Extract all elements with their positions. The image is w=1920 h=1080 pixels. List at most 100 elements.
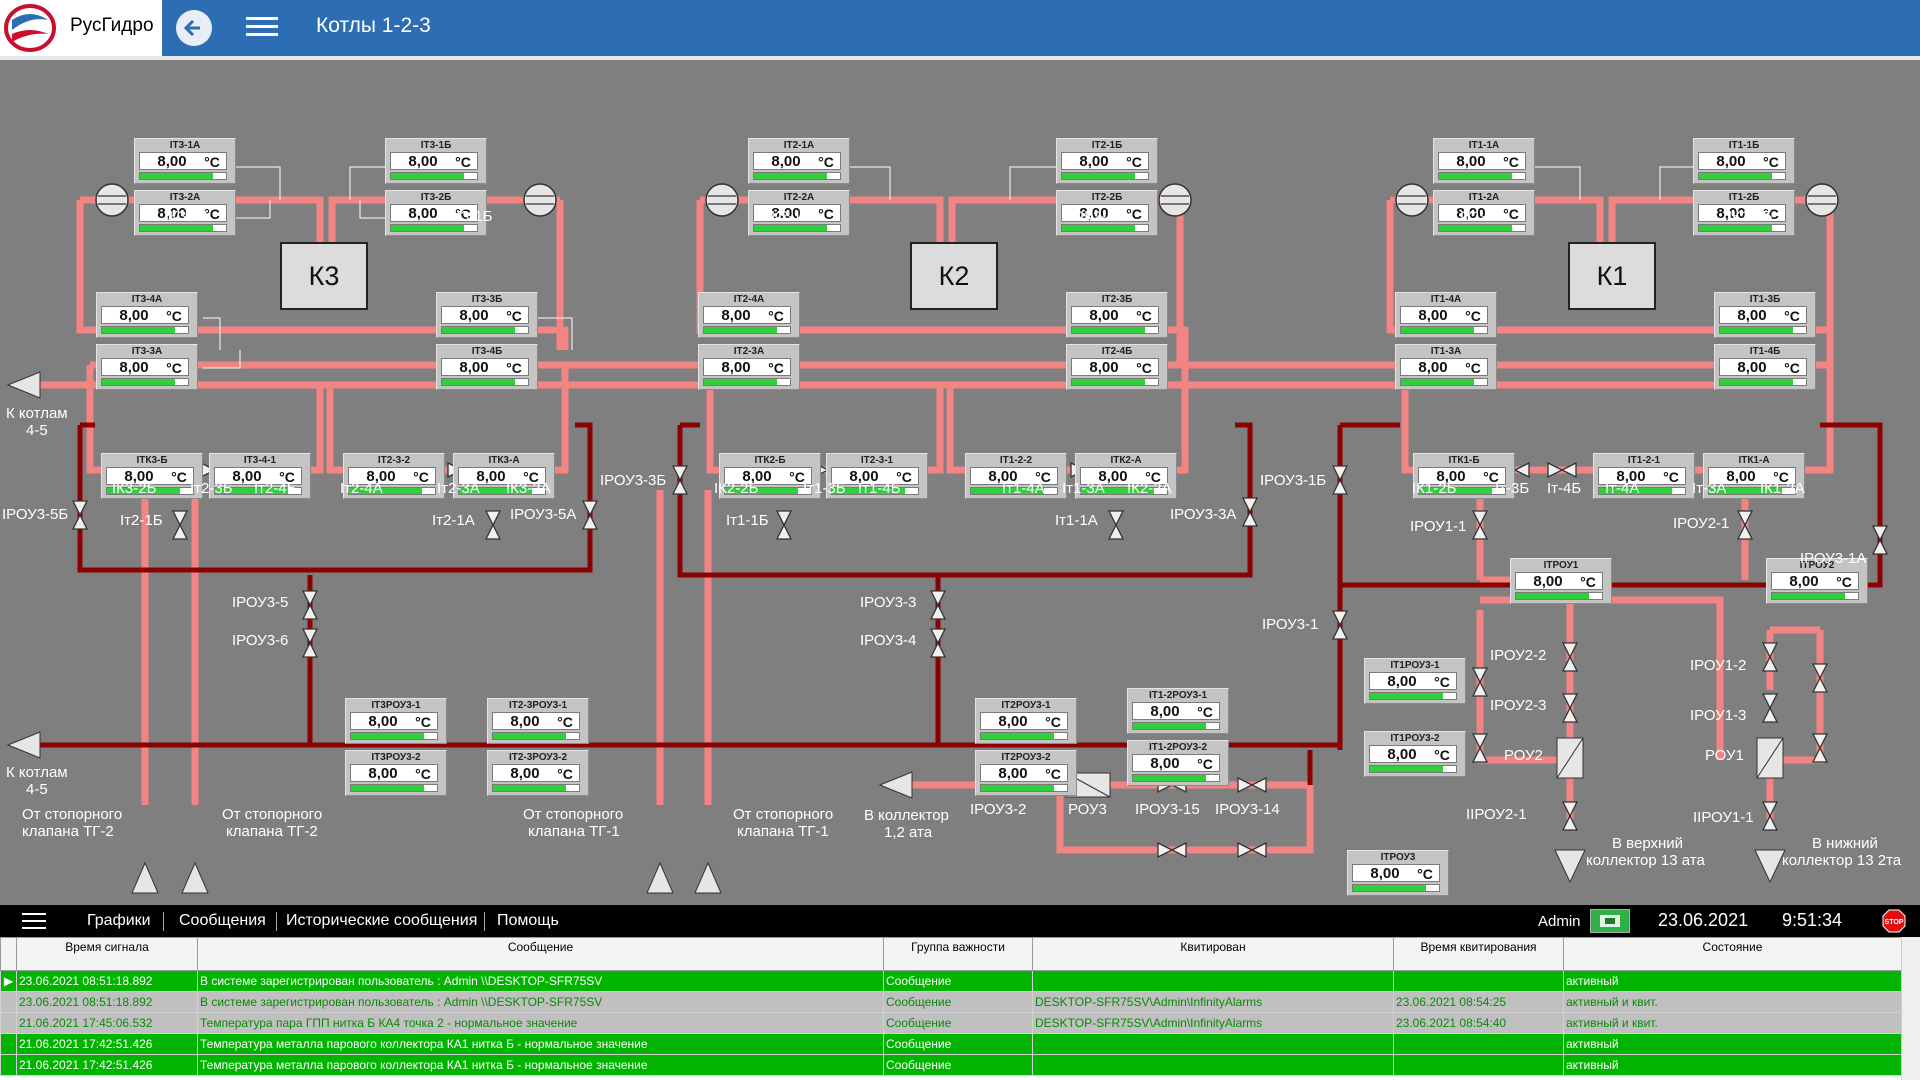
gauge-unit: °C xyxy=(1197,704,1213,720)
equipment-label: IК1-2А xyxy=(1760,480,1805,497)
gauge-value-box: 8,00°C xyxy=(441,358,529,376)
main-menu-button[interactable] xyxy=(246,14,278,42)
gauge-tag: IТ1-4Б xyxy=(1749,346,1781,357)
alarm-table-scrollbar[interactable] xyxy=(1901,937,1920,1080)
col-signal-time[interactable]: Время сигнала xyxy=(16,937,198,971)
equipment-label: 4-5 xyxy=(26,422,48,439)
row-selector[interactable] xyxy=(0,1033,17,1055)
stop-icon[interactable]: STOP xyxy=(1882,909,1906,933)
gauge-unit: °C xyxy=(1126,154,1142,170)
equipment-label: РОУ2 xyxy=(1504,747,1543,764)
gauge-unit: °C xyxy=(1145,469,1161,485)
gauge-value: 8,00 xyxy=(1436,468,1466,485)
col-state[interactable]: Состояние xyxy=(1563,937,1902,971)
menu-item-history[interactable]: Исторические сообщения xyxy=(286,912,478,929)
hamburger-icon xyxy=(246,17,278,20)
boiler-k2[interactable]: К2 xyxy=(910,242,998,310)
user-card-button[interactable] xyxy=(1590,909,1630,933)
col-priority-group[interactable]: Группа важности xyxy=(883,937,1033,971)
col-message[interactable]: Сообщение xyxy=(197,937,884,971)
gauge-level-fill xyxy=(349,488,423,494)
gauge-value-box: 8,00°C xyxy=(1515,572,1603,590)
back-button[interactable] xyxy=(176,10,212,46)
gauge-value: 8,00 xyxy=(1726,468,1756,485)
boiler-k1[interactable]: К1 xyxy=(1568,242,1656,310)
row-selector[interactable] xyxy=(0,1012,17,1034)
row-selector[interactable] xyxy=(0,991,17,1013)
equipment-label: IРОУ2-1 xyxy=(1673,515,1730,532)
menu-item-charts[interactable]: Графики xyxy=(87,912,151,929)
bottom-menu-button[interactable] xyxy=(22,913,46,931)
row-selector[interactable]: ▶ xyxy=(0,970,17,992)
equipment-label: IК2-1А xyxy=(767,208,812,225)
alarm-state: активный xyxy=(1563,1054,1902,1076)
gauge-value-box: 8,00°C xyxy=(1071,358,1159,376)
menu-item-help[interactable]: Помощь xyxy=(497,912,559,929)
col-ack-time[interactable]: Время квитирования xyxy=(1393,937,1564,971)
menu-item-messages[interactable]: Сообщения xyxy=(179,912,266,929)
col-acknowledged-by[interactable]: Квитирован xyxy=(1032,937,1394,971)
gauge-level-bar xyxy=(390,172,478,180)
gauge-level-fill xyxy=(981,733,1055,739)
boiler-k3[interactable]: К3 xyxy=(280,242,368,310)
gauge-value-box: 8,00°C xyxy=(390,152,478,170)
gauge-value: 8,00 xyxy=(1387,746,1417,763)
row-selector[interactable] xyxy=(0,1054,17,1076)
equipment-label: В коллектор xyxy=(864,807,949,824)
gauge-tag: IТ2-4Б xyxy=(1101,346,1133,357)
